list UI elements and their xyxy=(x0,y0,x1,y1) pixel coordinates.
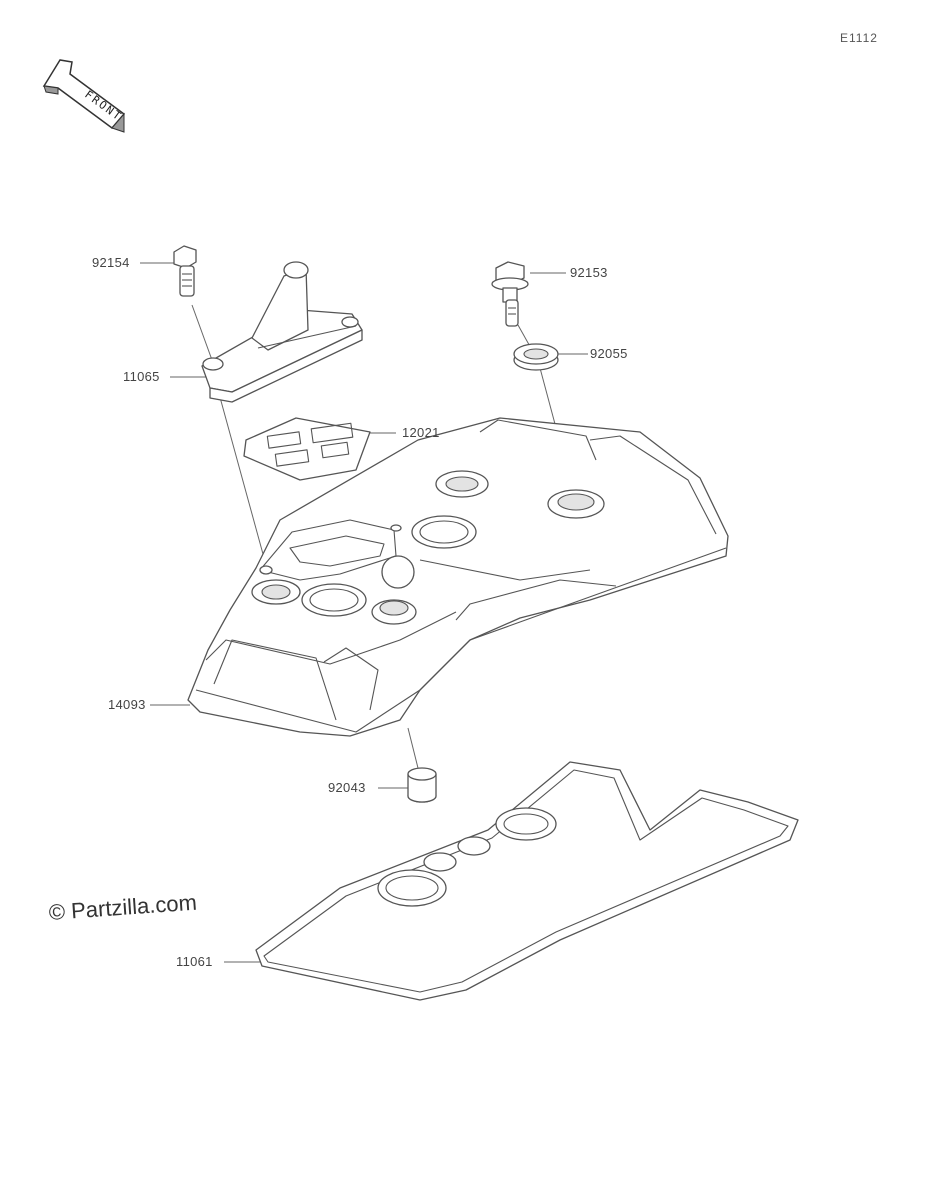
gasket-11061-icon xyxy=(255,761,799,1001)
part-label-11065[interactable]: 11065 xyxy=(123,369,160,384)
cover-11065-icon xyxy=(201,261,363,403)
part-label-92055[interactable]: 92055 xyxy=(590,346,628,361)
part-label-92153[interactable]: 92153 xyxy=(570,265,608,280)
bolt-92154-icon xyxy=(173,245,197,297)
diagram-id: E1112 xyxy=(840,31,878,45)
washer-92055-icon xyxy=(513,343,559,371)
part-label-92043[interactable]: 92043 xyxy=(328,780,366,795)
part-label-11061[interactable]: 11061 xyxy=(176,954,213,969)
part-label-14093[interactable]: 14093 xyxy=(108,697,146,712)
part-label-12021[interactable]: 12021 xyxy=(402,425,440,440)
bolt-92153-icon xyxy=(491,261,529,327)
front-arrow-icon: FRONT xyxy=(42,59,126,133)
leader-lines xyxy=(140,262,588,963)
head-cover-14093-icon xyxy=(187,417,729,737)
part-label-92154[interactable]: 92154 xyxy=(92,255,130,270)
collar-92043-icon xyxy=(407,767,437,803)
plate-12021-icon xyxy=(243,417,371,481)
